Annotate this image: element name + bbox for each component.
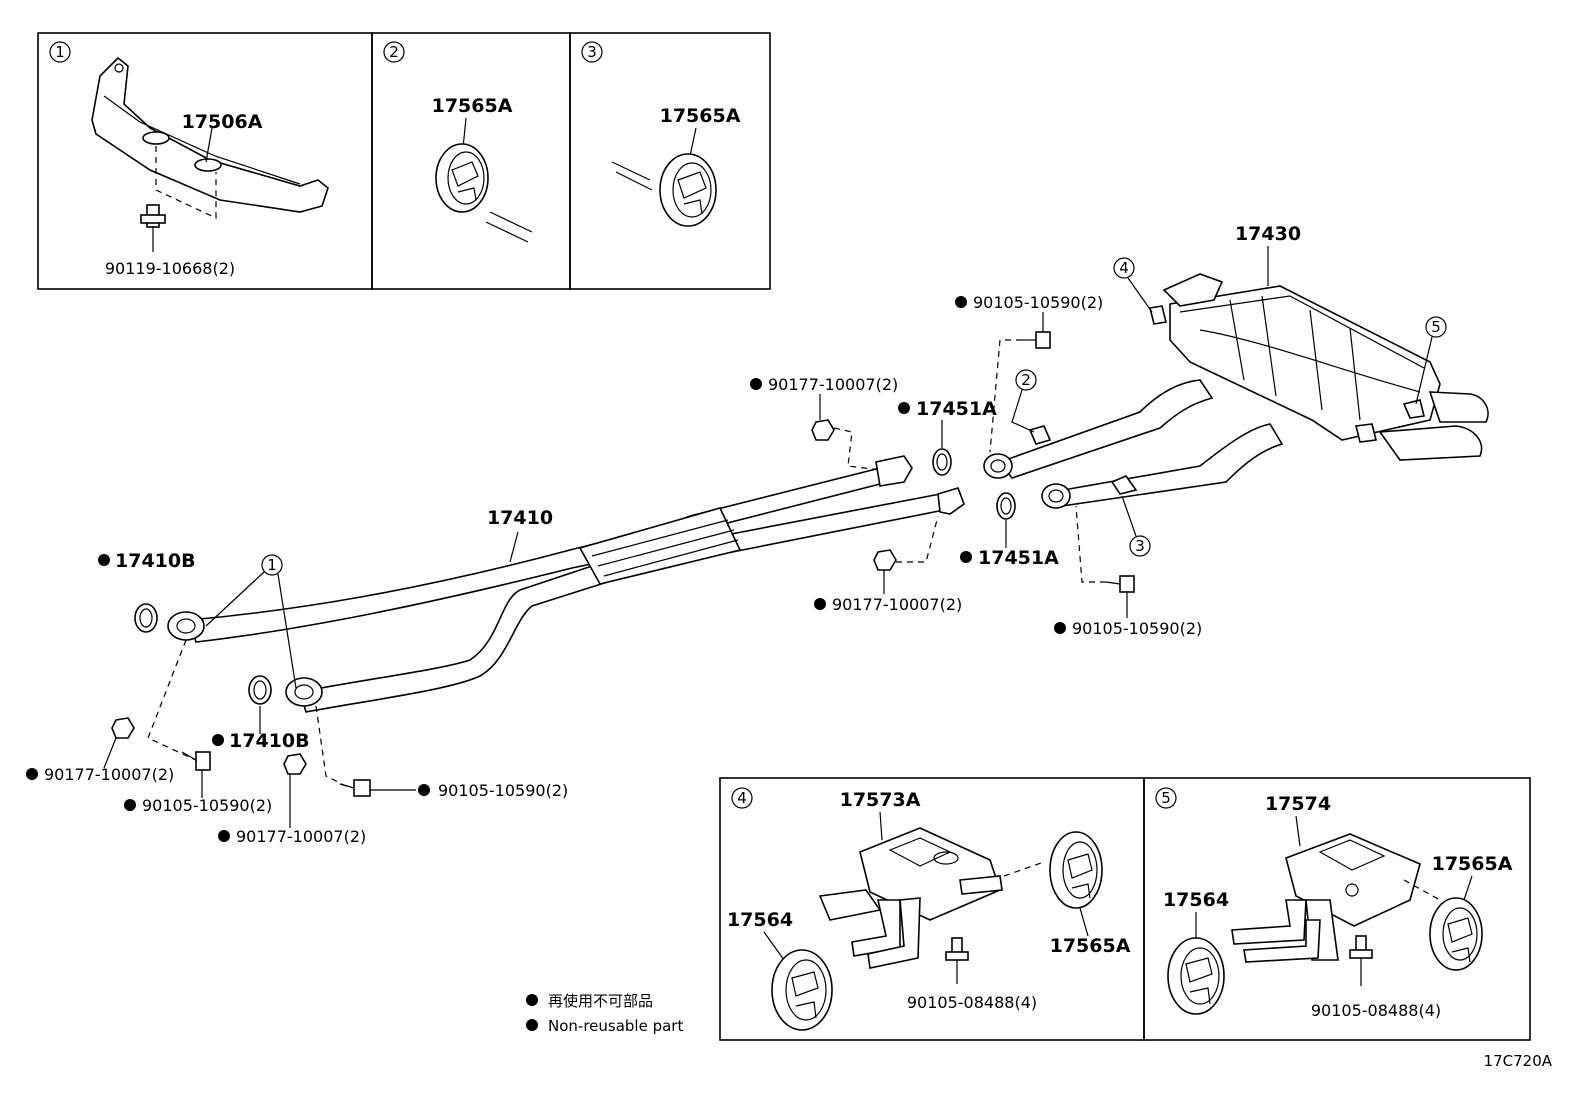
- non-reusable-dot: [124, 799, 136, 811]
- inset-2-number: 2: [389, 43, 399, 61]
- callout-5: 5: [1431, 318, 1441, 336]
- bolt-icon: [1349, 935, 1373, 986]
- label-90105-front-right: 90105-10590(2): [438, 781, 568, 800]
- non-reusable-dot: [750, 378, 762, 390]
- nut-icon: [811, 419, 835, 441]
- inset-3-frame: [569, 32, 771, 290]
- rubber-hanger-icon: [659, 153, 717, 227]
- callout-3: 3: [1135, 537, 1145, 555]
- bolt-icon: [339, 779, 371, 797]
- inset-1-number: 1: [55, 43, 65, 61]
- nut-icon: [111, 717, 135, 739]
- label-17506a: 17506A: [182, 111, 263, 133]
- bracket-17506a-icon: [91, 56, 329, 213]
- non-reusable-dot: [814, 598, 826, 610]
- non-reusable-dot: [960, 551, 972, 563]
- rubber-hanger-icon: [435, 143, 489, 213]
- rubber-hanger-icon: [1167, 937, 1225, 1015]
- inset-1: 1 17506A 90119-10668(2): [37, 32, 373, 290]
- non-reusable-dot: [212, 734, 224, 746]
- label-90105-muffler-top: 90105-10590(2): [973, 293, 1103, 312]
- gasket-icon: [996, 492, 1016, 520]
- label-17564-inset4: 17564: [727, 909, 793, 931]
- label-90105-08488-inset4: 90105-08488(4): [907, 993, 1037, 1012]
- label-17410b-bottom: 17410B: [229, 730, 310, 752]
- muffler-17430: [983, 273, 1489, 509]
- bolt-icon: [1022, 331, 1051, 349]
- nut-icon: [283, 753, 307, 775]
- label-90119-10668: 90119-10668(2): [105, 259, 235, 278]
- non-reusable-dot: [98, 554, 110, 566]
- inset-3-number: 3: [587, 43, 597, 61]
- label-17565a-inset3: 17565A: [660, 105, 741, 127]
- label-17565a-inset2: 17565A: [432, 95, 513, 117]
- gasket-icon: [248, 675, 272, 705]
- label-17451a-bottom: 17451A: [978, 547, 1059, 569]
- bolt-icon: [1105, 575, 1135, 593]
- rubber-hanger-icon: [771, 949, 833, 1031]
- label-17410b-top: 17410B: [115, 550, 196, 572]
- rubber-hanger-icon: [1049, 831, 1103, 909]
- label-17574: 17574: [1265, 793, 1331, 815]
- gasket-icon: [932, 448, 952, 476]
- non-reusable-dot: [418, 784, 430, 796]
- rubber-hanger-icon: [1429, 897, 1483, 971]
- callout-4: 4: [1119, 259, 1129, 277]
- label-17451a-top: 17451A: [916, 398, 997, 420]
- label-90177-front-right: 90177-10007(2): [236, 827, 366, 846]
- gasket-icon: [134, 603, 158, 633]
- label-90105-front-left: 90105-10590(2): [142, 796, 272, 815]
- callout-1: 1: [267, 556, 277, 574]
- non-reusable-dot: [955, 296, 967, 308]
- callout-2: 2: [1021, 371, 1031, 389]
- figure-code: 17C720A: [1484, 1052, 1553, 1070]
- legend-japanese: 再使用不可部品: [548, 992, 653, 1010]
- label-17564-inset5: 17564: [1163, 889, 1229, 911]
- legend-english: Non-reusable part: [548, 1017, 683, 1035]
- bracket-17574-icon: [1231, 833, 1421, 963]
- bolt-icon: [140, 204, 166, 252]
- inset-3: 3 17565A: [569, 32, 771, 290]
- inset-5-number: 5: [1161, 789, 1171, 807]
- non-reusable-dot: [526, 994, 538, 1006]
- inset-4: 4 17573A 17565A 17564: [719, 777, 1145, 1041]
- label-17430: 17430: [1235, 223, 1301, 245]
- label-17410: 17410: [487, 507, 553, 529]
- label-17565a-inset5: 17565A: [1432, 853, 1513, 875]
- label-17565a-inset4: 17565A: [1050, 935, 1131, 957]
- non-reusable-dot: [1054, 622, 1066, 634]
- bracket-17573a-icon: [818, 827, 1003, 969]
- front-pipe-17410: [167, 455, 965, 713]
- label-90177-front-left: 90177-10007(2): [44, 765, 174, 784]
- nut-icon: [873, 549, 897, 571]
- non-reusable-dot: [218, 830, 230, 842]
- label-17573a: 17573A: [840, 789, 921, 811]
- non-reusable-dot: [898, 402, 910, 414]
- non-reusable-dot: [26, 768, 38, 780]
- inset-5-frame: [1143, 777, 1531, 1041]
- inset-4-number: 4: [737, 789, 747, 807]
- inset-5: 5 17574 17565A 17564: [1143, 777, 1531, 1041]
- label-90105-muffler-bottom: 90105-10590(2): [1072, 619, 1202, 638]
- label-90177-rear-top: 90177-10007(2): [768, 375, 898, 394]
- legend: 再使用不可部品 Non-reusable part: [526, 992, 683, 1035]
- label-90177-rear-bottom: 90177-10007(2): [832, 595, 962, 614]
- non-reusable-dot: [526, 1019, 538, 1031]
- label-90105-08488-inset5: 90105-08488(4): [1311, 1001, 1441, 1020]
- bolt-icon: [945, 937, 969, 984]
- inset-2: 2 17565A: [371, 32, 571, 290]
- bolt-icon: [181, 751, 211, 771]
